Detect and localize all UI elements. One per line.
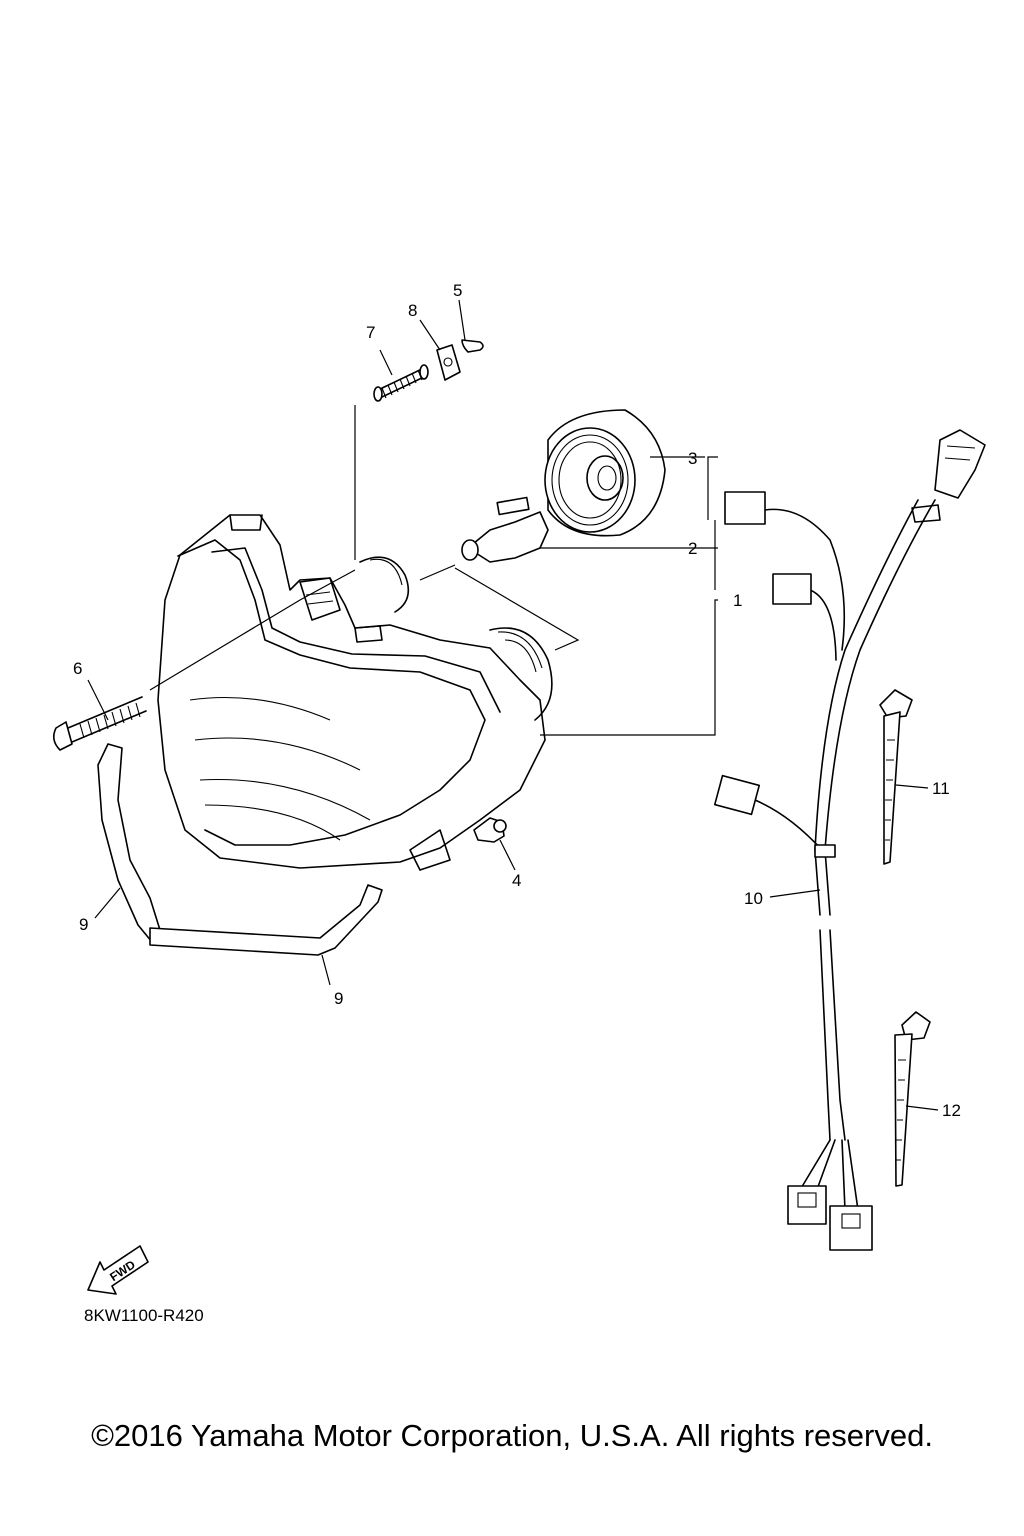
- callout-labels: 1 2 3 4 5 6 7 8 9 9 10 11 12: [73, 281, 961, 1120]
- harness-connector-3: [713, 774, 761, 816]
- socket-cover: [544, 409, 666, 537]
- harness-connector-4: [787, 1185, 827, 1225]
- harness-connector-4-face: [797, 1192, 817, 1208]
- callout-4: 4: [512, 871, 521, 890]
- callout-2: 2: [688, 539, 697, 558]
- callout-3: 3: [688, 449, 697, 468]
- headlight-bulb: [461, 496, 549, 563]
- harness-clamp: [814, 844, 836, 858]
- nut-hole: [443, 357, 453, 367]
- callout-12: 12: [942, 1101, 961, 1120]
- leader-lines: [87, 299, 939, 1111]
- callout-11: 11: [932, 779, 950, 798]
- pilot-bulb: [473, 817, 507, 843]
- clip: [461, 339, 484, 353]
- copyright-notice: ©2016 Yamaha Motor Corporation, U.S.A. A…: [91, 1418, 933, 1453]
- callout-1: 1: [733, 591, 742, 610]
- nut: [436, 344, 461, 381]
- fwd-arrow-icon: FWD: [87, 1245, 149, 1295]
- callout-9-left: 9: [79, 915, 88, 934]
- cable-tie-12: [894, 1011, 931, 1187]
- screw: [52, 696, 147, 751]
- callout-6: 6: [73, 659, 82, 678]
- molding-left: [97, 743, 161, 943]
- callout-8: 8: [408, 301, 417, 320]
- wire-harness: [754, 429, 986, 1211]
- headlight-housing: [157, 514, 553, 871]
- harness-connector-5-face: [841, 1213, 861, 1229]
- diagram-code: 8KW1100-R420: [84, 1306, 204, 1325]
- molding-bottom: [149, 884, 383, 956]
- adjusting-spring: [373, 364, 429, 402]
- callout-7: 7: [366, 323, 375, 342]
- harness-connector-1: [724, 491, 766, 525]
- cable-tie-11: [879, 689, 913, 865]
- callout-10: 10: [744, 889, 763, 908]
- callout-5: 5: [453, 281, 462, 300]
- harness-connector-2: [772, 573, 812, 605]
- callout-9-bottom: 9: [334, 989, 343, 1008]
